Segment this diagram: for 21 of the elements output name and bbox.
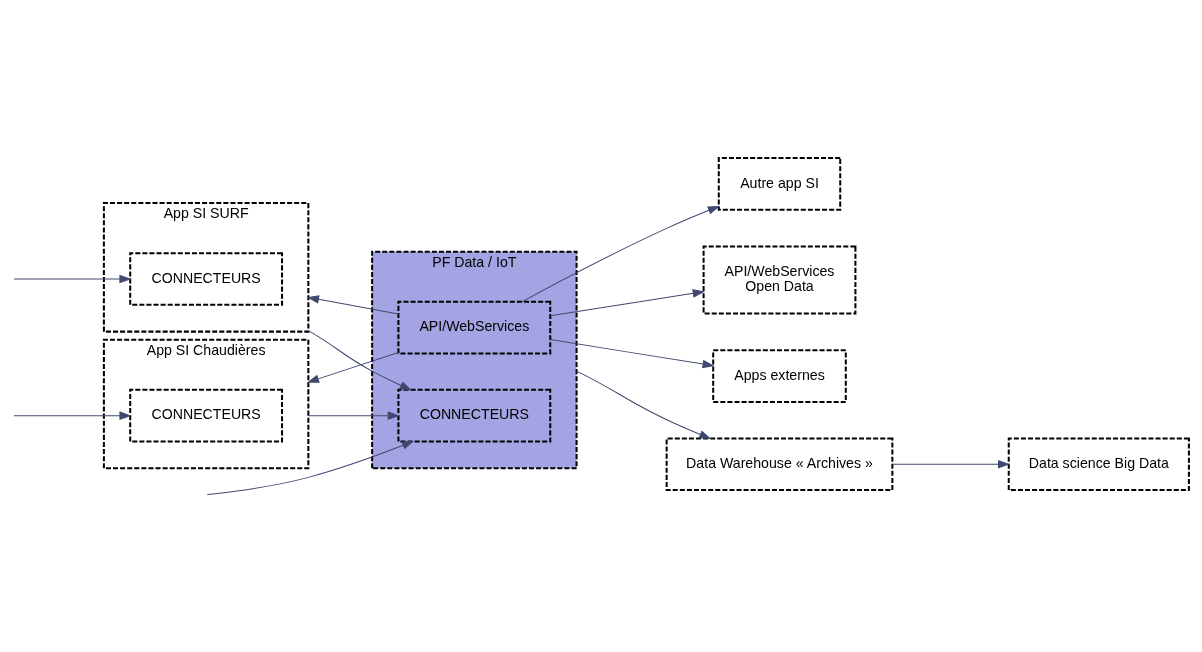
node-box: CONNECTEURS — [129, 251, 284, 306]
node-box: Data Warehouse « Archives » — [665, 436, 894, 491]
arrow — [307, 329, 412, 390]
node-box: CONNECTEURS — [129, 388, 284, 442]
arrow — [549, 338, 715, 368]
node-box: Data science Big Data — [1007, 436, 1190, 491]
arrow — [549, 288, 705, 316]
arrow — [13, 274, 132, 283]
node-box: API/WebServices Open Data — [702, 245, 857, 314]
arrow — [13, 410, 132, 420]
node-box: API/WebServices — [397, 300, 552, 354]
arrow — [307, 410, 400, 420]
arrow — [891, 459, 1011, 468]
arrow — [206, 440, 415, 495]
arrow — [306, 351, 399, 383]
node-box: CONNECTEURS — [397, 388, 552, 442]
node-box: Apps externes — [712, 348, 847, 403]
node-box: Autre app SI — [717, 156, 842, 211]
arrow — [521, 205, 720, 302]
arrow — [306, 294, 399, 314]
arrow — [576, 370, 712, 439]
